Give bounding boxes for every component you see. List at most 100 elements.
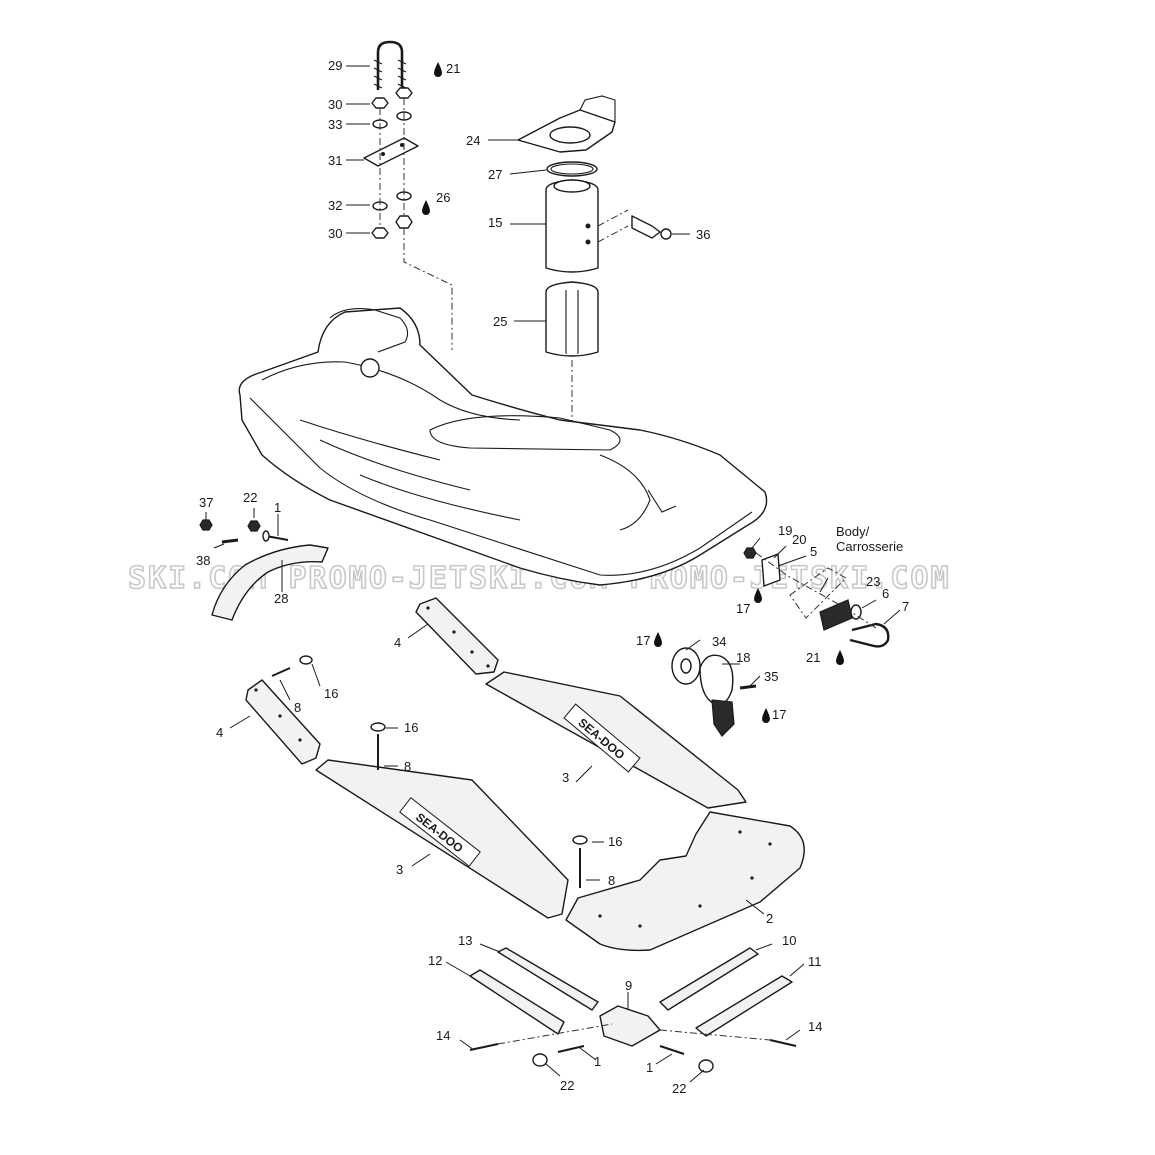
sleeve-part-25: [545, 281, 599, 357]
screw-part-38: [221, 538, 239, 544]
callout-16c: 16: [608, 834, 622, 849]
rivet-part-14-right: [769, 1039, 797, 1047]
callout-35: 35: [764, 669, 778, 684]
rivet-part-1-left: [557, 1045, 585, 1053]
drop-icon-26: [422, 200, 430, 215]
deck-pad-part-2: [565, 811, 805, 952]
callout-18: 18: [736, 650, 750, 665]
callout-8b: 8: [404, 759, 411, 774]
cap-part-16-c: [572, 835, 588, 845]
callout-14: 14: [436, 1028, 450, 1043]
callout-17c: 17: [772, 707, 786, 722]
pad-part-4-lower: [245, 679, 321, 765]
nut-part-19: [743, 547, 757, 559]
callout-4b: 4: [216, 725, 223, 740]
callout-17b: 17: [636, 633, 650, 648]
adhesive-drop-icons: [422, 62, 844, 723]
screw-part-35: [739, 684, 757, 690]
rivet-part-1-right: [659, 1045, 685, 1055]
nut-part-26: [395, 215, 413, 229]
callout-labels: 29 21 30 33 31 32 26 30 24 27 15 36 25 3…: [196, 58, 909, 1096]
nut-part-30-top: [371, 97, 389, 109]
cap-part-22-left: [532, 1053, 548, 1067]
cap-part-16-b: [370, 722, 386, 732]
nut-part-37: [199, 519, 213, 531]
drain-plug-assembly: [671, 647, 757, 737]
callout-34: 34: [712, 634, 726, 649]
drop-icon-17-drain: [762, 708, 770, 723]
callout-9: 9: [625, 978, 632, 993]
screw-part-8-a: [271, 667, 291, 677]
callout-1c: 1: [646, 1060, 653, 1075]
rail-part-10: [659, 947, 759, 1011]
nut-part-30-bottom: [371, 227, 389, 239]
callout-21b: 21: [806, 650, 820, 665]
callout-1: 1: [274, 500, 281, 515]
callout-31: 31: [328, 153, 342, 168]
callout-11: 11: [808, 954, 822, 969]
clip-part-36: [631, 215, 661, 239]
corner-part-9: [599, 1005, 661, 1047]
callout-19: 19: [778, 523, 792, 538]
tank-part-15: [545, 179, 599, 273]
u-bolt-assembly: [363, 40, 453, 350]
callout-36: 36: [696, 227, 710, 242]
plate-part-20: [761, 553, 781, 587]
drop-icon-21-rear: [836, 650, 844, 665]
body-label-line1: Body/: [836, 524, 870, 539]
rivet-part-14-left: [469, 1043, 499, 1051]
sponson-left-assembly: [199, 519, 329, 621]
callout-5: 5: [810, 544, 817, 559]
u-bolt-part-29: [376, 40, 404, 90]
callout-26: 26: [436, 190, 450, 205]
u-bolt-part-7: [849, 622, 890, 648]
callout-12: 12: [428, 953, 442, 968]
rear-bracket-assembly: [743, 547, 890, 648]
callout-25: 25: [493, 314, 507, 329]
callout-33: 33: [328, 117, 342, 132]
nut-part-22-top: [247, 520, 261, 532]
rail-part-11: [695, 975, 793, 1037]
callout-20: 20: [792, 532, 806, 547]
drop-icon-21-top: [434, 62, 442, 77]
body-label-line2: Carrosserie: [836, 539, 903, 554]
callout-8c: 8: [608, 873, 615, 888]
callout-14b: 14: [808, 1019, 822, 1034]
pad-part-4-upper: [415, 597, 499, 675]
rail-part-13: [497, 947, 599, 1011]
callout-37: 37: [199, 495, 213, 510]
callout-38: 38: [196, 553, 210, 568]
callout-6: 6: [882, 586, 889, 601]
reservoir-assembly: [517, 95, 672, 430]
callout-3b: 3: [396, 862, 403, 877]
callout-8: 8: [294, 700, 301, 715]
callout-22: 22: [243, 490, 257, 505]
callout-21: 21: [446, 61, 460, 76]
callout-30: 30: [328, 97, 342, 112]
plate-part-31: [363, 137, 419, 167]
callout-32: 32: [328, 198, 342, 213]
jetski-hull: [238, 307, 768, 586]
callout-29: 29: [328, 58, 342, 73]
leader-lines: [205, 65, 901, 1083]
callout-4: 4: [394, 635, 401, 650]
callout-27: 27: [488, 167, 502, 182]
sponson-part-28: [211, 544, 329, 621]
nut-part-21-top: [395, 87, 413, 99]
cap-part-16-a: [299, 655, 313, 665]
callout-22c: 22: [672, 1081, 686, 1096]
callout-13: 13: [458, 933, 472, 948]
callout-24: 24: [466, 133, 480, 148]
pads: SEA-DOO SEA-DOO: [245, 597, 805, 952]
callout-16b: 16: [404, 720, 418, 735]
drop-icon-17-rear: [754, 588, 762, 603]
callout-7: 7: [902, 599, 909, 614]
callout-2: 2: [766, 911, 773, 926]
callout-1b: 1: [594, 1054, 601, 1069]
drain-part-18: [699, 654, 734, 706]
callout-30b: 30: [328, 226, 342, 241]
body-outline-dashed: [789, 567, 847, 619]
callout-16: 16: [324, 686, 338, 701]
callout-3: 3: [562, 770, 569, 785]
